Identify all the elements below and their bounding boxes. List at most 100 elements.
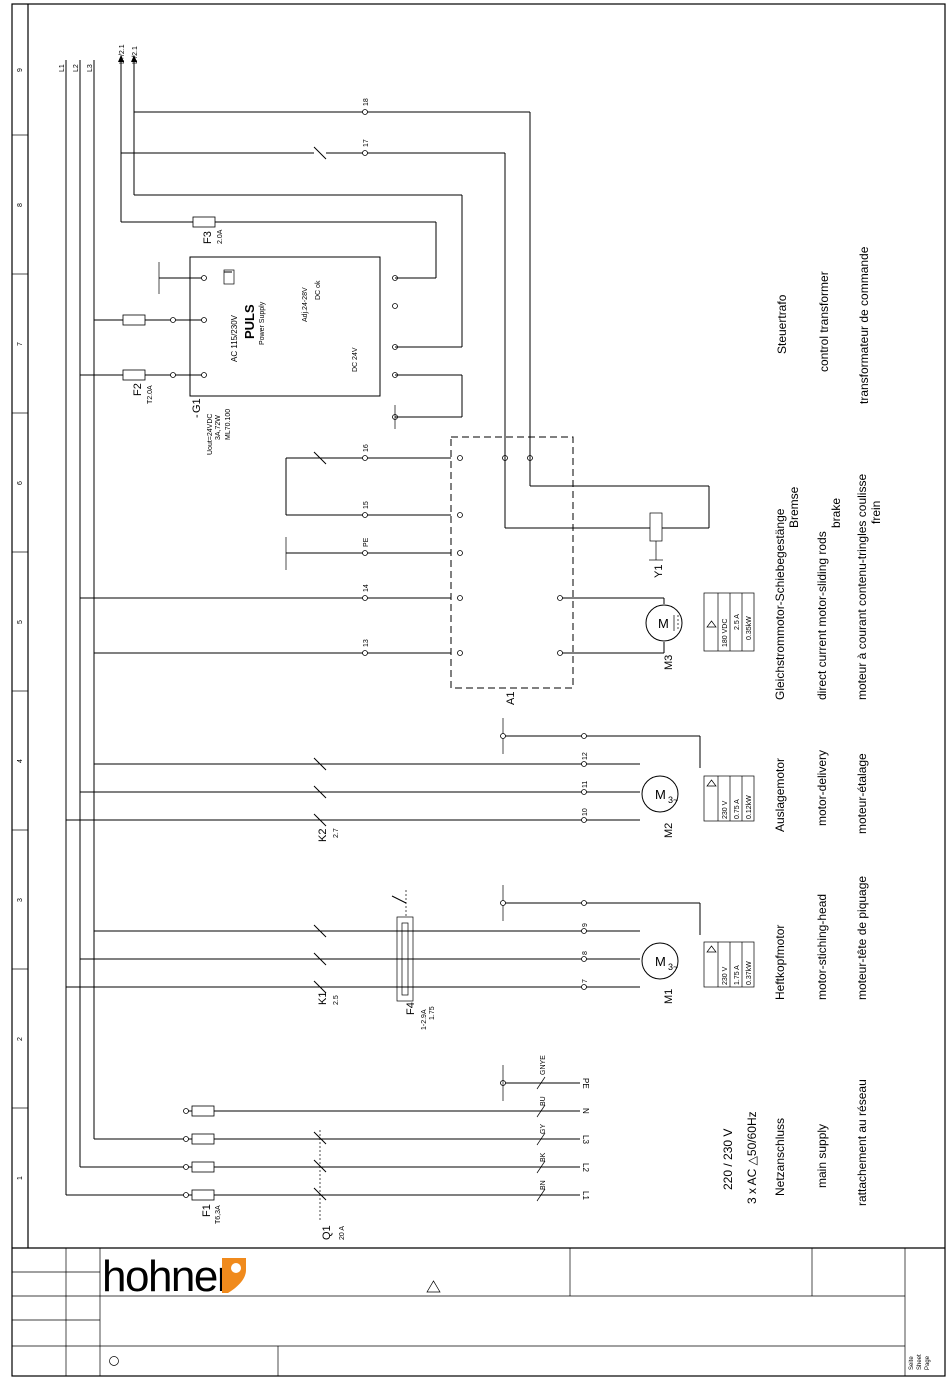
transformer-ref: G1 xyxy=(191,398,203,413)
overload-relay-f4 xyxy=(391,890,414,1002)
motor-ref: M1 xyxy=(663,989,675,1004)
svg-text:M: M xyxy=(655,954,666,969)
column-numbers: 1 2 3 4 5 6 7 8 9 xyxy=(17,68,24,1180)
column-number: 9 xyxy=(17,68,24,72)
cable-color: BN xyxy=(540,1180,547,1190)
motor-m1-section: M 3~ 230 V 1.75 A 0.37kW 7 8 9 M1 K1 2.5… xyxy=(66,876,869,1030)
fuse-f3 xyxy=(192,216,216,228)
cable-color: BK xyxy=(540,1152,547,1162)
transformer-title-fr: transformateur de commande xyxy=(857,246,871,404)
relay-rating: 1-2.9A xyxy=(421,1009,428,1030)
rating-value: 0.12kW xyxy=(746,795,753,819)
terminal-number: 17 xyxy=(363,139,370,147)
terminal-number: 15 xyxy=(363,501,370,509)
fuse-f2 xyxy=(122,369,146,381)
motor-title-fr: moteur-étalage xyxy=(855,753,869,834)
fuse-f2 xyxy=(122,314,146,326)
fuse-f1 xyxy=(191,1189,215,1201)
motor-m3-section: M 180 VDC 2.5 A 0.35kW 13 14 PE xyxy=(80,436,883,705)
terminal-number: 16 xyxy=(363,444,370,452)
page-label: Page xyxy=(925,1355,931,1370)
transformer-title-de: Steuertrafo xyxy=(775,294,789,354)
transformer-output: Uout=24VDC xyxy=(207,414,214,455)
company-logo-text: hohner xyxy=(102,1252,231,1301)
transformer-rating: 3A,72W xyxy=(215,415,222,440)
svg-text:3~: 3~ xyxy=(668,795,678,805)
contactor-k1 xyxy=(313,924,327,994)
relay-ref: F4 xyxy=(405,1002,417,1015)
cable-color: GY xyxy=(540,1124,547,1134)
terminal-number: PE xyxy=(363,537,370,547)
supply-line-label: L3 xyxy=(581,1135,590,1144)
brake-y1-coil xyxy=(504,458,710,561)
contactor-ref: K1 xyxy=(317,992,329,1005)
column-number: 1 xyxy=(17,1176,24,1180)
transformer-brand: PULS xyxy=(242,304,257,339)
switch-ref: Q1 xyxy=(321,1225,333,1240)
fuse-rating: 2.0A xyxy=(217,229,224,244)
motor-ref: M3 xyxy=(663,655,675,670)
fuse-ref: F2 xyxy=(132,383,144,396)
page-label: Sheet xyxy=(917,1354,923,1370)
fuse-ref: F1 xyxy=(201,1204,213,1217)
rating-value: 230 V xyxy=(722,800,729,819)
drawing-frame xyxy=(11,3,946,1377)
cable-color: GNYE xyxy=(540,1055,547,1075)
motor-title-fr: moteur à courant contenu-tringles coulis… xyxy=(855,474,869,700)
rating-value: 180 VDC xyxy=(722,619,729,647)
terminal-number: 12 xyxy=(582,752,589,760)
supply-title-en: main supply xyxy=(815,1124,829,1188)
terminal-number: 10 xyxy=(582,808,589,816)
supply-line-label: L1 xyxy=(581,1191,590,1200)
motor-m2-rating-table: 230 V 0.75 A 0.12kW xyxy=(703,775,755,822)
column-number: 7 xyxy=(17,342,24,346)
terminal-number: 9 xyxy=(582,923,589,927)
column-number: 2 xyxy=(17,1037,24,1041)
terminal-number: 18 xyxy=(363,98,370,106)
bus-dc-label: L+/2.1 xyxy=(119,44,126,64)
terminal-number: 13 xyxy=(363,639,370,647)
rating-value: 2.5 A xyxy=(734,614,741,630)
transformer-subtitle: Power Supply xyxy=(259,301,266,345)
bus-phase-label: L2 xyxy=(73,64,80,72)
transformer-section: - G1 Uout=24VDC 3A,72W ML70.100 AC 115/2… xyxy=(80,112,871,455)
motor-m2-section: M 3~ 230 V 0.75 A 0.12kW 10 11 12 M2 K2 … xyxy=(66,718,869,842)
fuse-rating: T2.0A xyxy=(147,385,154,404)
motor-m3-symbol: M xyxy=(645,604,683,642)
motor-m1-symbol: M 3~ xyxy=(641,942,679,980)
brake-title-en: brake xyxy=(829,498,843,528)
motor-ref: M2 xyxy=(663,823,675,838)
fuse-f1 xyxy=(191,1105,215,1117)
fuse-f1 xyxy=(191,1133,215,1145)
motor-title-en: motor-delivery xyxy=(815,750,829,826)
logo-pin-icon xyxy=(222,1258,246,1293)
control-section: 17 18 xyxy=(121,98,531,458)
page-label: Seite xyxy=(909,1356,915,1370)
supply-line-label: N xyxy=(581,1108,590,1114)
main-switch-q1 xyxy=(313,1130,327,1220)
supply-voltage: 220 / 230 V xyxy=(721,1129,735,1190)
rating-value: 0.35kW xyxy=(746,616,753,640)
column-number: 3 xyxy=(17,898,24,902)
rating-value: 1.75 A xyxy=(734,965,741,985)
bus-phase-label: L3 xyxy=(87,64,94,72)
terminal-number: 7 xyxy=(582,979,589,983)
cable-color: BU xyxy=(540,1096,547,1106)
bus-dc-label: L-/2.1 xyxy=(132,46,139,64)
svg-text:3~: 3~ xyxy=(668,962,678,972)
contactor-rating: 2.7 xyxy=(333,828,340,838)
supply-title-fr: rattachement au réseau xyxy=(855,1079,869,1206)
fuse-f1 xyxy=(191,1161,215,1173)
terminal-number: 11 xyxy=(582,781,589,788)
transformer-title-en: control transformer xyxy=(817,271,831,372)
motor-m1-rating-table: 230 V 1.75 A 0.37kW xyxy=(703,941,755,988)
contactor-rating: 2.5 xyxy=(333,995,340,1005)
supply-line-label: L2 xyxy=(581,1163,590,1172)
motor-title-fr: moteur-tête de piquage xyxy=(855,876,869,1000)
relay-setting: 1.75 xyxy=(429,1006,436,1020)
column-number: 4 xyxy=(17,759,24,763)
contactor-k2 xyxy=(313,757,327,827)
svg-text:M: M xyxy=(655,787,666,802)
terminal-number: 8 xyxy=(582,951,589,955)
supply-section: F1 T6,3A Q1 20 A L1 L2 L3 N PE BN BK GY … xyxy=(66,1055,869,1240)
